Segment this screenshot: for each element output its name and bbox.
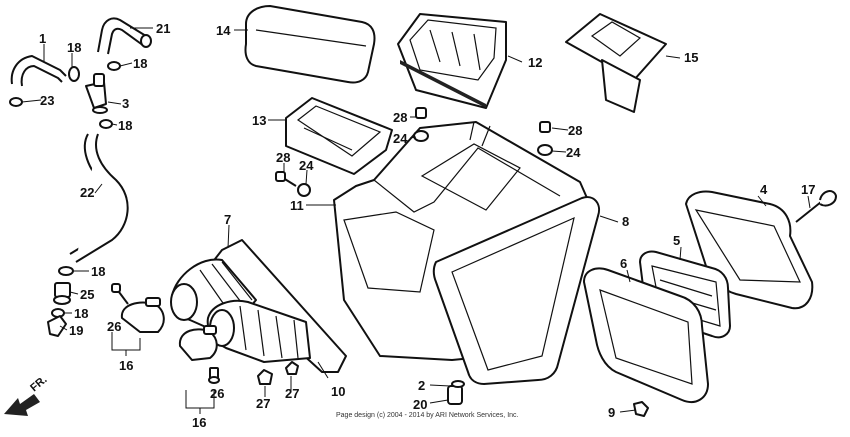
nut-27-b — [285, 361, 299, 375]
clamp-26-lower — [178, 325, 218, 361]
callout-11: 11 — [290, 198, 304, 213]
callout-16-b: 16 — [192, 415, 206, 430]
clamp-19 — [47, 315, 67, 337]
callout-2: 2 — [418, 378, 425, 393]
callout-24-b: 24 — [566, 145, 581, 160]
callout-4: 4 — [760, 182, 768, 197]
callout-22: 22 — [80, 185, 94, 200]
cover-14 — [244, 5, 376, 84]
callout-20: 20 — [413, 397, 427, 412]
bolt-20 — [447, 385, 463, 405]
clip-18-c — [99, 119, 113, 129]
element-12 — [397, 13, 507, 109]
front-direction-arrow: FR. — [4, 374, 50, 416]
callout-27-b: 27 — [285, 386, 299, 401]
bolt-28-b — [537, 121, 553, 156]
duct-15 — [565, 13, 667, 113]
washer-2 — [451, 380, 465, 388]
callout-24-a: 24 — [393, 131, 408, 146]
part-callouts: 1 3 21 18 18 18 23 22 18 25 18 19 26 16 … — [39, 21, 815, 430]
callout-7: 7 — [224, 212, 231, 227]
bolt-28-a — [413, 107, 429, 142]
plug-25 — [53, 282, 71, 305]
callout-10: 10 — [331, 384, 345, 399]
clip-18-d — [58, 266, 74, 276]
clip-23 — [9, 97, 23, 107]
callout-18-d: 18 — [91, 264, 105, 279]
callout-24-c: 24 — [299, 158, 314, 173]
callout-8: 8 — [622, 214, 629, 229]
callout-19: 19 — [69, 323, 83, 338]
callout-3: 3 — [122, 96, 129, 111]
copyright-notice: Page design (c) 2004 - 2014 by ARI Netwo… — [336, 412, 519, 419]
plug-9 — [633, 401, 649, 417]
callout-18-a: 18 — [67, 40, 81, 55]
front-direction-label: FR. — [28, 374, 49, 395]
callout-18-c: 18 — [118, 118, 132, 133]
hose-22 — [69, 133, 129, 263]
cover-6 — [583, 267, 709, 403]
callout-12: 12 — [528, 55, 542, 70]
screw-26-a — [111, 283, 129, 305]
callout-6: 6 — [620, 256, 627, 271]
callout-18-e: 18 — [74, 306, 88, 321]
clip-18-b — [107, 61, 121, 71]
callout-25: 25 — [80, 287, 94, 302]
leader-lines — [21, 27, 811, 414]
callout-5: 5 — [673, 233, 680, 248]
clip-18-e — [51, 308, 65, 318]
callout-9: 9 — [608, 405, 615, 420]
callout-26-b: 26 — [210, 386, 224, 401]
callout-23: 23 — [40, 93, 54, 108]
callout-26-a: 26 — [107, 319, 121, 334]
callout-28-c: 28 — [276, 150, 290, 165]
nut-27-a — [257, 369, 273, 385]
joint-3 — [85, 73, 108, 114]
callout-17: 17 — [801, 182, 815, 197]
clip-18-a — [68, 66, 80, 82]
hose-21 — [97, 17, 152, 55]
callout-28-b: 28 — [568, 123, 582, 138]
gasket-8 — [432, 196, 600, 385]
callout-27-a: 27 — [256, 396, 270, 411]
holder-13 — [285, 97, 393, 175]
callout-15: 15 — [684, 50, 698, 65]
callout-21: 21 — [156, 21, 170, 36]
callout-14: 14 — [216, 23, 231, 38]
callout-1: 1 — [39, 31, 46, 46]
screw-26-b — [208, 367, 220, 384]
callout-28-a: 28 — [393, 110, 407, 125]
rod-17 — [795, 190, 837, 223]
bolt-28-c — [275, 171, 311, 197]
callout-16-a: 16 — [119, 358, 133, 373]
callout-18-b: 18 — [133, 56, 147, 71]
callout-13: 13 — [252, 113, 266, 128]
hose-1 — [10, 55, 67, 87]
clamp-26-upper — [120, 297, 165, 333]
